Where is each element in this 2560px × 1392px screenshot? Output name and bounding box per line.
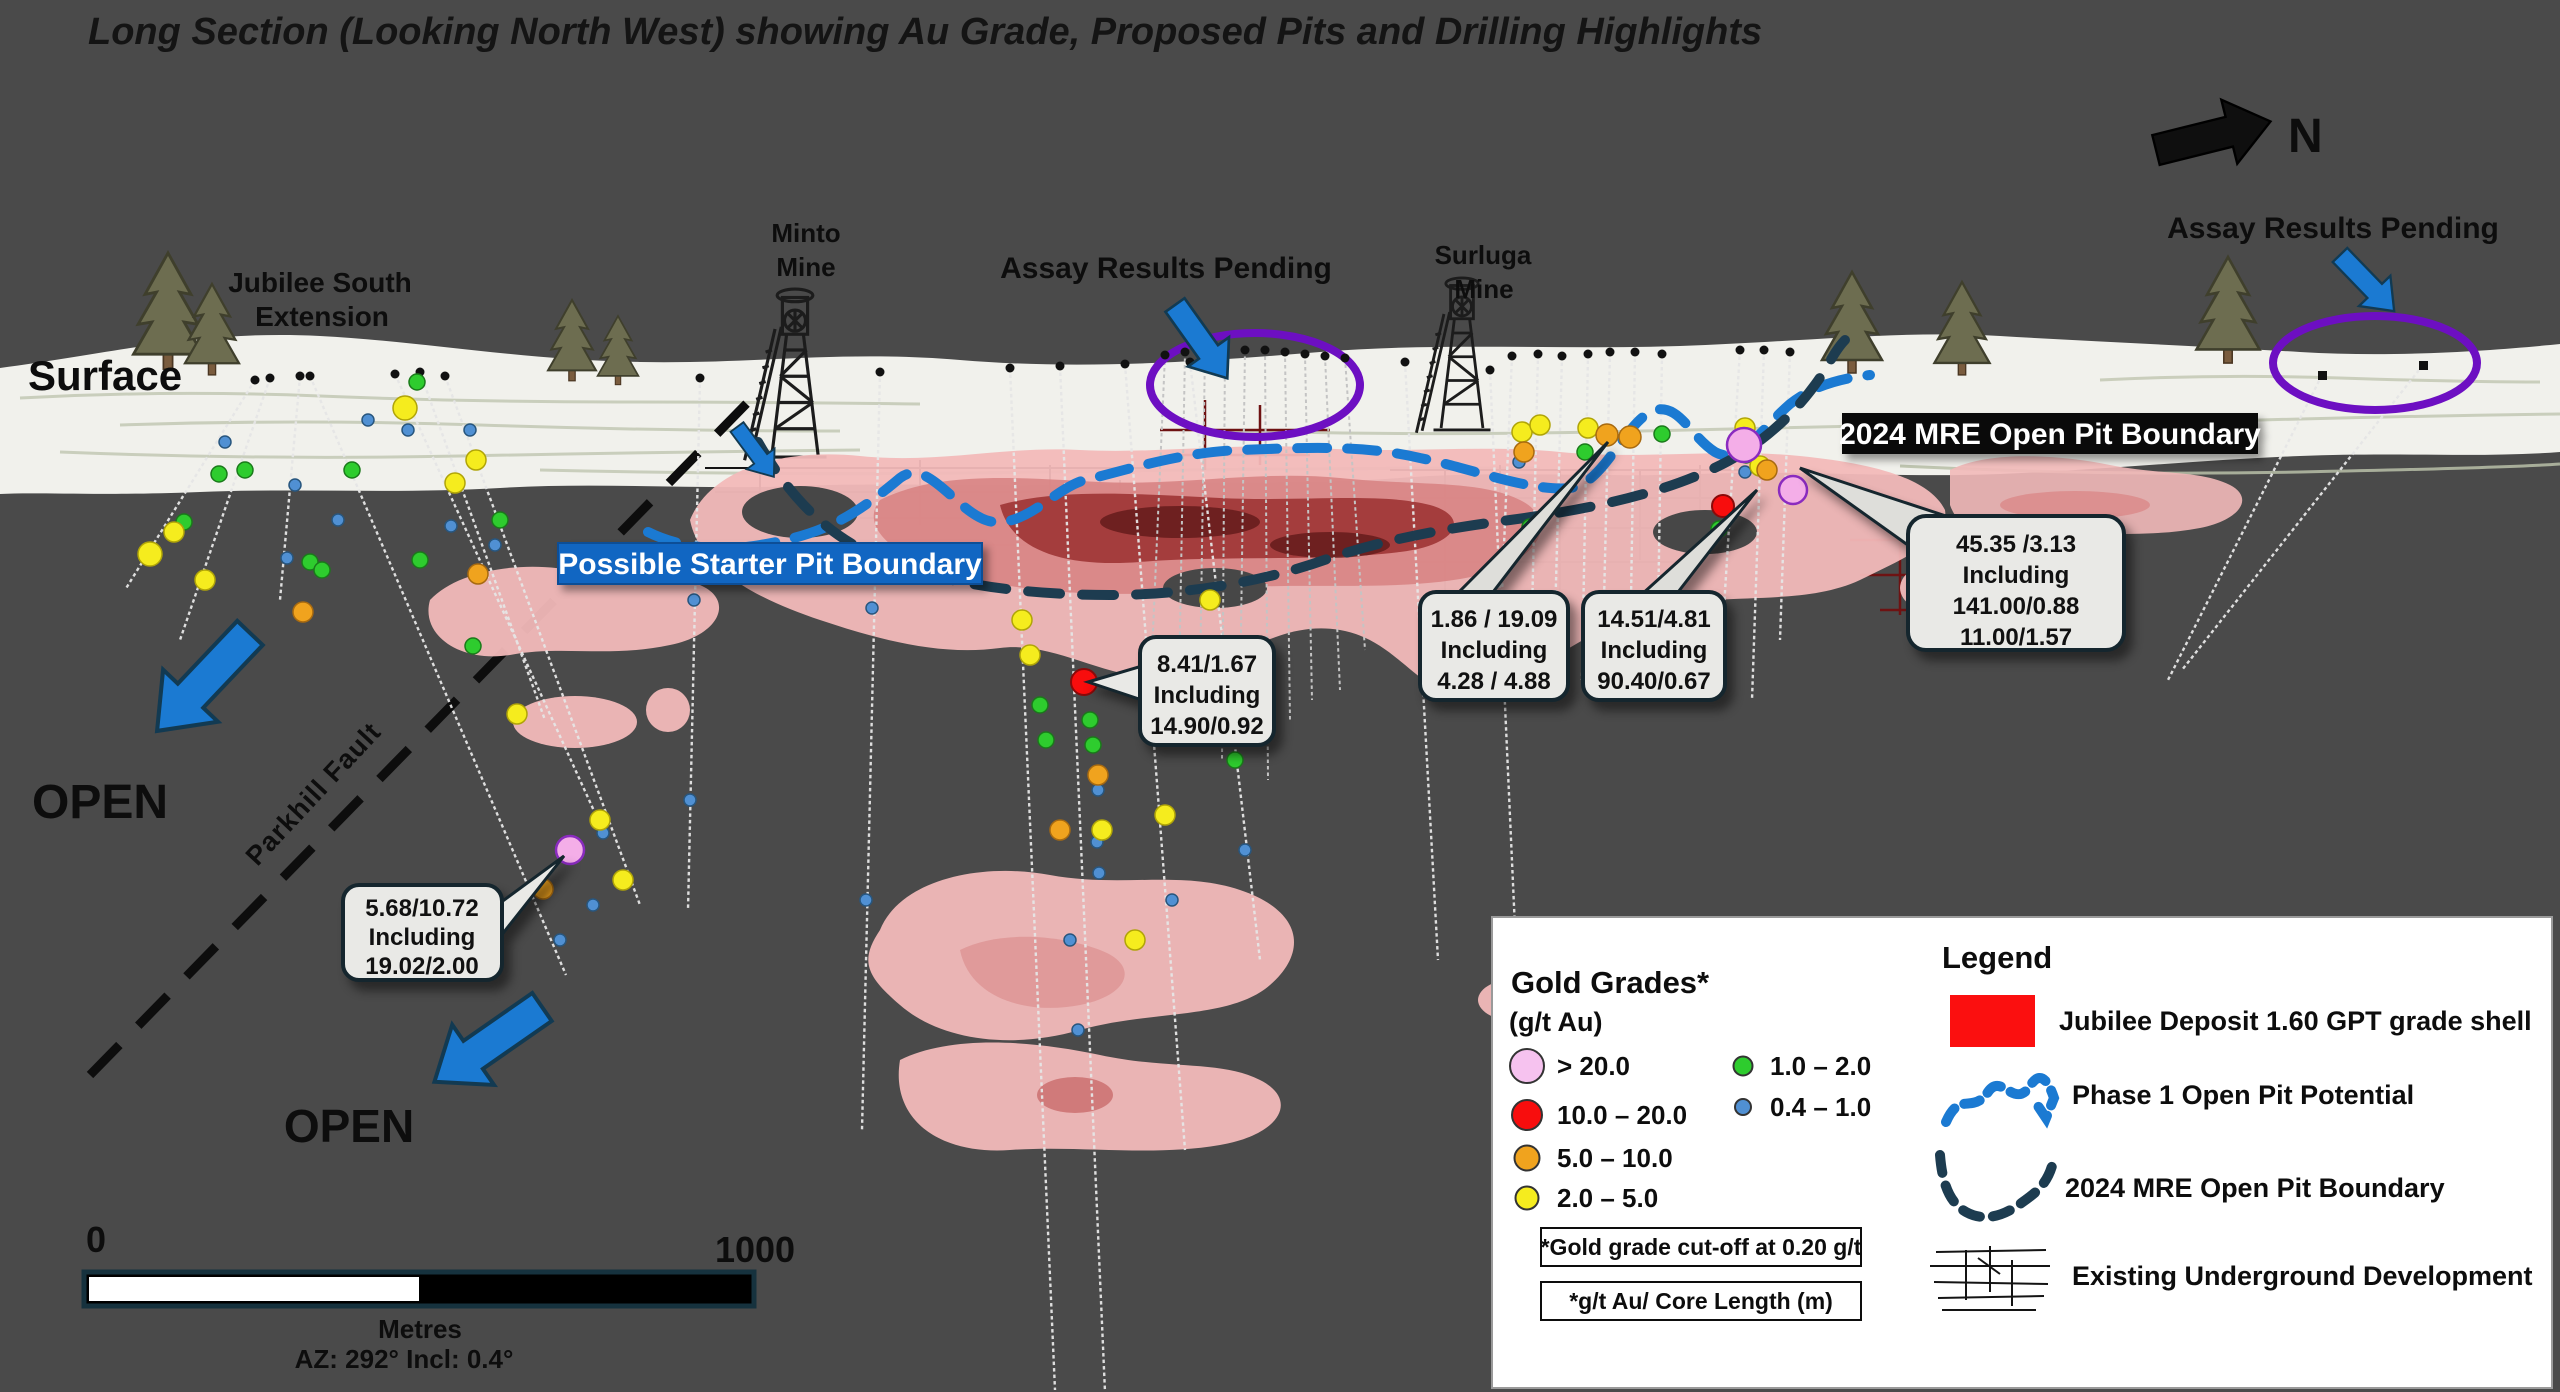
starter-pit-label-box: Possible Starter Pit Boundary [557, 542, 983, 585]
minto-mine-label-line1: Minto [771, 218, 840, 248]
scale-orientation-label: AZ: 292° Incl: 0.4° [295, 1344, 514, 1374]
north-label: N [2288, 110, 2323, 163]
callout-c1-line3: 14.90/0.92 [1150, 713, 1263, 740]
grade-label-green: 1.0 – 2.0 [1770, 1051, 1871, 1081]
minto-mine-label-line2: Mine [776, 252, 835, 282]
callout-c1-line2: Including [1154, 682, 1261, 709]
pending-area-ellipse-left [1146, 329, 1364, 441]
callout-c4: 45.35 /3.13 Including 141.00/0.88 11.00/… [1799, 466, 2126, 652]
callout-c4-line4: 11.00/1.57 [1960, 624, 2072, 651]
mre-boundary-label: 2024 MRE Open Pit Boundary [1839, 418, 2261, 451]
legend-item-mre: 2024 MRE Open Pit Boundary [2065, 1173, 2445, 1203]
gold-grades-subtitle: (g/t Au) [1509, 1007, 1602, 1037]
callout-c5: 5.68/10.72 Including 19.02/2.00 [341, 854, 566, 982]
grade-label-blue: 0.4 – 1.0 [1770, 1092, 1871, 1122]
grade-swatch-orange [1513, 1144, 1541, 1172]
open-label-upper: OPEN [32, 776, 168, 829]
callout-c5-line3: 19.02/2.00 [365, 953, 478, 980]
surface-label: Surface [28, 352, 182, 399]
figure-title: Long Section (Looking North West) showin… [88, 11, 1762, 53]
callout-c5-line1: 5.68/10.72 [365, 895, 478, 922]
legend-item-grade-shell: Jubilee Deposit 1.60 GPT grade shell [2059, 1006, 2532, 1036]
grade-label-orange: 5.0 – 10.0 [1557, 1143, 1673, 1173]
callout-c2-line1: 1.86 / 19.09 [1431, 606, 1558, 633]
grade-swatch-blue [1734, 1098, 1752, 1116]
callout-c2: 1.86 / 19.09 Including 4.28 / 4.88 [1418, 440, 1610, 702]
callout-c3: 14.51/4.81 Including 90.40/0.67 [1581, 488, 1759, 702]
pending-area-ellipse-right [2269, 312, 2481, 414]
callout-c2-line2: Including [1441, 637, 1548, 664]
callout-c5-line2: Including [369, 924, 476, 951]
grade-label-pink: > 20.0 [1557, 1051, 1630, 1081]
cutoff-note-box [1540, 1227, 1862, 1267]
jubilee-south-label-line2: Extension [255, 301, 389, 332]
starter-pit-label: Possible Starter Pit Boundary [558, 548, 982, 581]
legend-swatch-phase1 [1941, 1073, 2060, 1129]
parkhill-fault-line [86, 391, 759, 1079]
gold-grades-title: Gold Grades* [1511, 965, 1710, 1000]
legend-item-underground: Existing Underground Development [2072, 1261, 2533, 1291]
scale-end-label: 1000 [715, 1229, 795, 1270]
callout-c1: 8.41/1.67 Including 14.90/0.92 [1083, 635, 1276, 747]
legend-swatch-underground [1930, 1246, 2050, 1311]
grade-swatch-red [1511, 1099, 1543, 1131]
callout-c3-line1: 14.51/4.81 [1597, 606, 1710, 633]
drill-collars [250, 345, 2428, 385]
legend-panel: Gold Grades* (g/t Au) > 20.0 10.0 – 20.0… [1491, 916, 2553, 1389]
callout-c2-line3: 4.28 / 4.88 [1437, 668, 1550, 695]
callout-c4-line1: 45.35 /3.13 [1956, 531, 2076, 558]
assay-pending-label-left: Assay Results Pending [1000, 252, 1332, 285]
grade-swatch-green [1732, 1055, 1754, 1077]
callout-c1-line1: 8.41/1.67 [1157, 651, 1257, 678]
scale-start-label: 0 [86, 1219, 106, 1260]
legend-swatch-mre [1935, 1150, 2057, 1222]
callout-c4-line2: Including [1963, 562, 2070, 589]
scale-bar: 0 1000 Metres AZ: 292° Incl: 0.4° [81, 1219, 795, 1374]
surluga-mine-label-line2: Mine [1454, 274, 1513, 304]
cutoff-note: *Gold grade cut-off at 0.20 g/t [1541, 1234, 1862, 1260]
grade-dots-yellow [137, 395, 1771, 951]
assay-pending-label-right: Assay Results Pending [2167, 212, 2499, 245]
jubilee-south-label-line1: Jubilee South [228, 267, 412, 298]
grade-label-yellow: 2.0 – 5.0 [1557, 1183, 1658, 1213]
legend-item-phase1: Phase 1 Open Pit Potential [2072, 1080, 2414, 1110]
core-length-note: *g/t Au/ Core Length (m) [1569, 1288, 1833, 1314]
open-label-lower: OPEN [284, 1100, 414, 1152]
callout-c4-line3: 141.00/0.88 [1953, 593, 2080, 620]
core-length-note-box [1540, 1281, 1862, 1321]
grade-dots-red [1070, 494, 1735, 696]
legend-title: Legend [1942, 940, 2052, 975]
grade-label-red: 10.0 – 20.0 [1557, 1100, 1687, 1130]
callout-c3-line2: Including [1601, 637, 1708, 664]
phase1-pit-boundary-line [643, 370, 1875, 554]
callout-c3-line3: 90.40/0.67 [1597, 668, 1710, 695]
legend-swatch-grade-shell [1950, 995, 2035, 1047]
scale-unit-label: Metres [378, 1314, 462, 1344]
surluga-mine-label-line1: Surluga [1435, 240, 1532, 270]
grade-swatch-yellow [1514, 1185, 1540, 1211]
mre-boundary-label-box: 2024 MRE Open Pit Boundary [1839, 413, 2261, 454]
grade-swatch-pink [1509, 1048, 1545, 1084]
surface-band [0, 334, 2560, 494]
